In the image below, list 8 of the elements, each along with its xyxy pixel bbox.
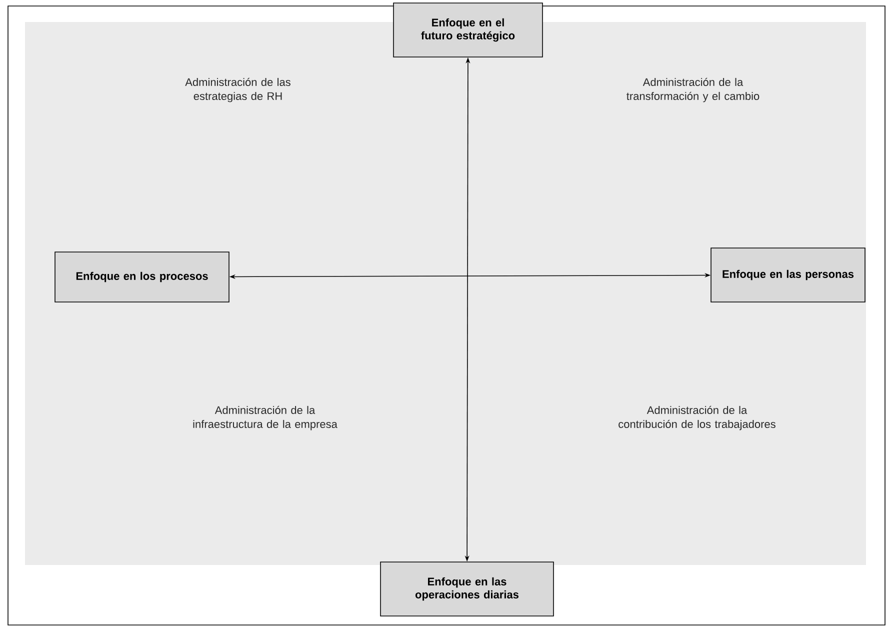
quadrant-label: Administración de las estrategias de RH [185,78,290,102]
focus-box: Enfoque en las personas [710,248,866,302]
focus-box: Enfoque en los procesos [54,252,230,302]
focus-box: Enfoque en el futuro estratégico [393,2,543,58]
quadrant-label: Administración de la transformación y el cambio [626,78,760,102]
quadrant-label: Administración de la contribución de los trabajadores [618,406,776,430]
quadrant-label: Administración de la infraestructura de la empresa [193,406,338,430]
focus-box: Enfoque en las operaciones diarias [380,562,554,616]
